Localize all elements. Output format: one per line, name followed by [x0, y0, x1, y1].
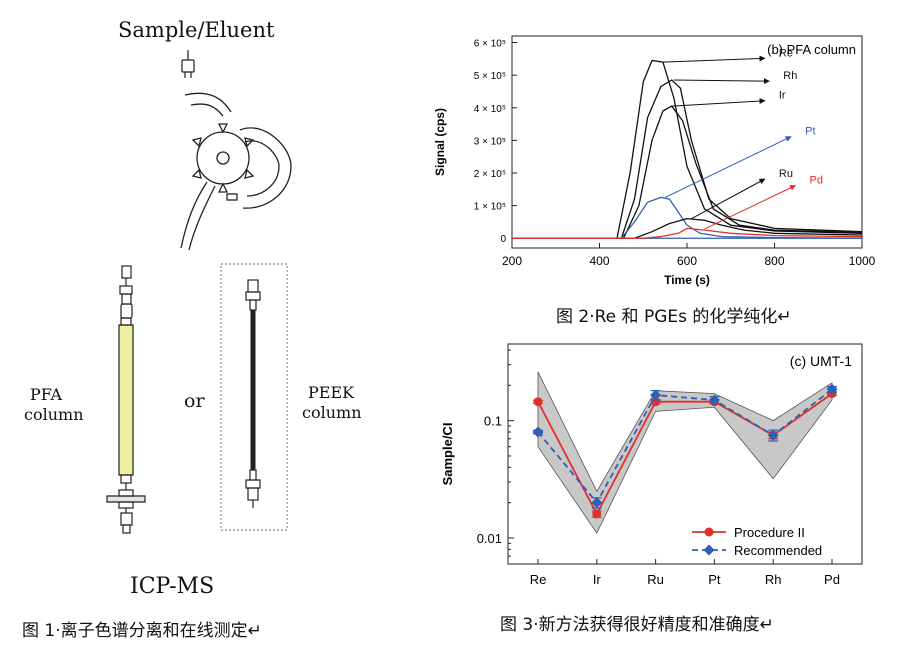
- fig2-y-tick-label: 3 × 10⁵: [474, 136, 506, 147]
- fig2-label-re: Re: [779, 47, 793, 59]
- fig2-y-tick-label: 1 × 10⁵: [474, 202, 506, 213]
- fig2-arrow-ir: [671, 98, 766, 107]
- fig2-arrow-rh: [673, 78, 770, 85]
- fig2-x-tick-label: 400: [589, 254, 609, 268]
- fig2-arrow-pt: [664, 136, 792, 198]
- fig2-label-ru: Ru: [779, 168, 793, 180]
- fig2-arrow-re: [662, 55, 766, 63]
- fig3-legend-label-procedure-ii: Procedure II: [734, 525, 805, 540]
- fig3-sample-ci-chart: 0.01 0.1Re Ir Ru Pt Rh Pd Sample/CI (c) UMT-1Pro…: [440, 343, 863, 587]
- fig3-point-recommended: [591, 497, 603, 509]
- fig3-point-recommended: [650, 389, 662, 401]
- fig3-y-tick-label: 0.1: [484, 414, 502, 429]
- fig1-injection-valve: [180, 92, 292, 251]
- fig1-top-label: Sample/Eluent: [118, 18, 275, 42]
- fig3-legend-label-recommended: Recommended: [734, 543, 822, 558]
- fig2-x-tick-label: 200: [502, 254, 522, 268]
- fig2-series-pd: [512, 227, 863, 239]
- fig1-top-connector: [181, 50, 195, 78]
- fig3-point-recommended: [532, 426, 544, 438]
- fig2-series-re: [512, 59, 863, 239]
- fig3-x-tick-label: Pt: [708, 572, 721, 587]
- fig3-y-axis-label: Sample/CI: [440, 423, 455, 486]
- fig1-bottom-label: ICP-MS: [130, 574, 215, 599]
- fig2-label-rh: Rh: [783, 70, 797, 82]
- fig2-y-tick-label: 2 × 10⁵: [474, 169, 506, 180]
- fig3-x-tick-label: Re: [530, 572, 547, 587]
- fig2-label-pt: Pt: [805, 126, 815, 138]
- fig2-y-axis-label: Signal (cps): [433, 108, 447, 176]
- fig3-point-recommended: [708, 394, 720, 406]
- fig2-label-pd: Pd: [810, 175, 823, 187]
- fig2-series-ru: [512, 217, 863, 239]
- fig3-y-tick-label: 0.01: [477, 531, 502, 546]
- fig2-arrow-ru: [691, 178, 766, 220]
- fig3-chart-title: (c) UMT-1: [790, 353, 852, 369]
- fig3-series-recommended: [537, 388, 833, 505]
- fig1-peek-label-line1: PEEK: [308, 383, 355, 402]
- fig3-x-tick-label: Pd: [824, 572, 840, 587]
- fig1-peek-column-assembly: [220, 263, 288, 531]
- fig1-caption: 图 1·离子色谱分离和在线测定↵: [22, 621, 262, 641]
- fig3-point-procedure-ii: [533, 397, 543, 407]
- fig2-y-tick-label: 4 × 10⁵: [474, 104, 506, 115]
- fig1-or-label: or: [184, 390, 205, 412]
- fig3-legend-marker-recommended: [703, 544, 715, 556]
- fig3-legend-marker-procedure-ii: [704, 527, 714, 537]
- fig2-y-tick-label: 6 × 10⁵: [474, 39, 506, 50]
- fig2-series-ir: [512, 105, 863, 239]
- fig1-peek-label-line2: column: [302, 403, 362, 422]
- fig3-x-tick-label: Rh: [765, 572, 782, 587]
- fig2-x-tick-label: 600: [677, 254, 697, 268]
- fig2-series-rh: [512, 79, 863, 239]
- fig1-pfa-column-assembly: [106, 265, 146, 534]
- fig3-point-recommended: [826, 383, 838, 395]
- fig1-pfa-label-line2: column: [24, 405, 84, 424]
- fig3-point-procedure-ii: [592, 509, 602, 519]
- fig2-caption: 图 2·Re 和 PGEs 的化学纯化↵: [556, 307, 792, 327]
- fig2-series-pt: [512, 196, 863, 239]
- fig1-apparatus-drawing: [106, 50, 292, 534]
- fig3-x-tick-label: Ir: [593, 572, 602, 587]
- fig1-pfa-label-line1: PFA: [30, 385, 63, 404]
- fig3-point-recommended: [767, 429, 779, 441]
- fig2-y-tick-label: 5 × 10⁵: [474, 71, 506, 82]
- fig2-chart-title: (b) PFA column: [767, 42, 856, 57]
- fig2-label-ir: Ir: [779, 90, 786, 102]
- fig3-caption: 图 3·新方法获得很好精度和准确度↵: [500, 615, 774, 635]
- fig2-arrow-pd: [704, 185, 797, 230]
- fig3-x-tick-label: Ru: [647, 572, 664, 587]
- fig1-pfa-column: [118, 324, 134, 476]
- fig2-x-tick-label: 800: [764, 254, 784, 268]
- fig2-chromatogram-chart: 200 400 600 800 1000 0 1 × 10⁵ 2 × 10⁵ 3 × 10⁵ 4 …: [433, 35, 876, 287]
- fig2-x-axis-label: Time (s): [664, 273, 710, 287]
- fig2-plot-frame: [511, 35, 863, 249]
- fig3-plot-frame: [507, 343, 863, 565]
- fig2-x-tick-label: 1000: [849, 254, 876, 268]
- fig2-y-tick-label: 0: [500, 234, 506, 245]
